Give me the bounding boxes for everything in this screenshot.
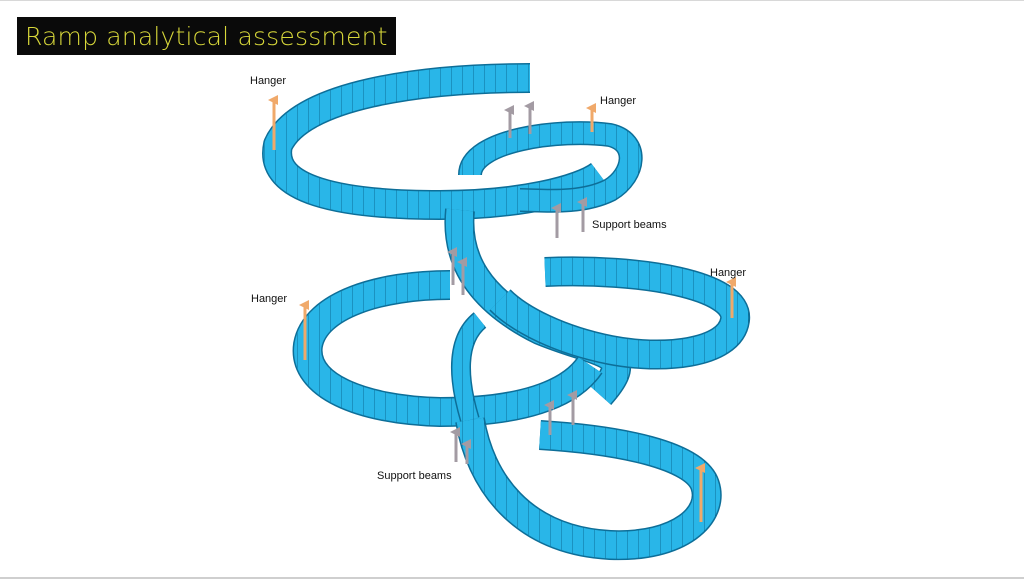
hanger-arrows (268, 95, 736, 522)
ramp-middle-left-loop (292, 270, 603, 427)
ramp-inner-middle-curve (451, 312, 487, 423)
slide-title-box: Ramp analytical assessment (17, 17, 396, 55)
ramp-middle-right-loop (489, 256, 750, 370)
label-hanger-mid-right: Hanger (710, 267, 747, 279)
frame-top-border (0, 0, 1024, 1)
label-hanger-mid-left: Hanger (251, 293, 288, 305)
label-hanger-top-right: Hanger (600, 95, 637, 107)
slide-title: Ramp analytical assessment (25, 21, 388, 51)
ramp-upper-small-loop (458, 121, 643, 213)
label-hanger-top-left: Hanger (250, 75, 287, 87)
ramp-lower-loop (455, 417, 722, 561)
ramp-structure (262, 63, 750, 561)
support-arrows (447, 101, 587, 464)
frame-bottom-border (0, 577, 1024, 579)
label-support-beams-upper: Support beams (592, 219, 667, 231)
label-support-beams-lower: Support beams (377, 470, 452, 482)
